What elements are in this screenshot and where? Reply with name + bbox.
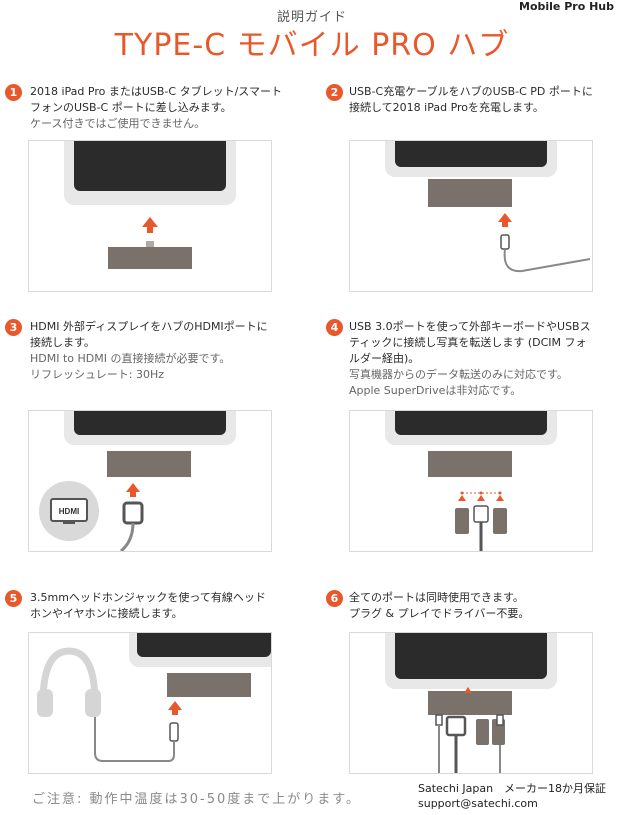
step-6-badge: 6 [326, 590, 343, 607]
tablet-screen [395, 401, 547, 435]
hub-device [428, 451, 512, 477]
insert-arrow-icon [168, 701, 182, 715]
headphone-left-cup [37, 689, 53, 717]
usb-stick-1-icon [455, 508, 469, 534]
step-4-diagram [385, 401, 557, 551]
step-5-badge: 5 [5, 590, 22, 607]
company-warranty: Satechi Japan メーカー18か月保証 [418, 782, 607, 795]
tablet-screen [137, 623, 271, 657]
audio-cable [94, 711, 175, 762]
step-1-badge: 1 [5, 84, 22, 101]
support-info: Satechi Japan メーカー18か月保証 support@satechi… [418, 781, 606, 811]
step-3-illustration: HDMI [28, 401, 272, 553]
step-3-line-1: HDMI 外部ディスプレイをハブのHDMIポートに [30, 320, 268, 333]
hub-device [428, 691, 512, 715]
step-3-badge: 3 [5, 319, 22, 336]
usb-stick-1-icon [476, 719, 489, 745]
step-3-line-2: 接続します。 [30, 336, 95, 349]
hdmi-label: HDMI [59, 507, 79, 516]
step-2-diagram [385, 131, 591, 273]
step-3-note-1: HDMI to HDMI の直接接続が必要です。 [30, 352, 231, 365]
usb-c-cable-plug [500, 234, 510, 250]
guide-subtitle: 説明ガイド [276, 10, 347, 25]
charging-cable [503, 248, 591, 273]
connector-dot-2 [479, 491, 483, 495]
step-6-line-1: 全てのポートは同時使用できます。 [349, 591, 524, 604]
step-6-line-2: プラグ & プレイでドライバー不要。 [349, 607, 530, 620]
step-5-diagram [37, 623, 279, 762]
caution-note: ご注意: 動作中温度は30-50度まで上がります。 [32, 792, 361, 807]
usb-stick-2-icon [493, 508, 507, 534]
hdmi-plug [122, 501, 144, 525]
step-1-diagram [64, 131, 236, 269]
tablet-screen [74, 401, 226, 435]
monitor-stand [63, 521, 75, 524]
connector-dot-3 [498, 491, 502, 495]
hdmi-plug [445, 715, 467, 737]
hub-device [108, 247, 192, 269]
hub-device [428, 179, 512, 207]
step-4-text: USB 3.0ポートを使って外部キーボードやUSBス ティックに接続し写真を転送… [349, 319, 591, 399]
step-2-line-2: 接続して2018 iPad Proを充電します。 [349, 101, 544, 114]
usb-c-plug [146, 241, 154, 247]
arrow-usb-1-icon [458, 495, 466, 501]
connector-dot-1 [460, 491, 464, 495]
insert-arrow-icon [126, 483, 140, 497]
headphone-right-cup [85, 689, 101, 717]
step-4-line-2: ティックに接続し写真を転送します (DCIM フォ [349, 336, 587, 349]
step-4-note-2: Apple SuperDriveは非対応です。 [349, 384, 522, 397]
step-4-line-1: USB 3.0ポートを使って外部キーボードやUSBス [349, 320, 591, 333]
step-1-line-2: フォンのUSB-C ポートに差し込みます。 [30, 101, 232, 114]
step-3-diagram: HDMI [39, 401, 236, 553]
step-6-illustration [349, 623, 593, 774]
step-1-note-1: ケース付きではご使用できません。 [30, 117, 206, 130]
step-5-line-2: ホンやイヤホンに接続します。 [30, 607, 183, 620]
tablet-screen [74, 131, 226, 191]
step-2-illustration [349, 131, 593, 292]
step-2-line-1: USB-C充電ケーブルをハブのUSB-C PD ポートに [349, 85, 593, 98]
insert-arrow-icon [142, 217, 158, 233]
step-4-line-3: ルダー経由)。 [349, 352, 420, 365]
step-4-note-1: 写真機器からのデータ転送のみに対応です。 [349, 368, 568, 381]
page-title: TYPE-C モバイル PRO ハブ [114, 28, 510, 63]
arrow-up-icon [464, 687, 472, 693]
audio-jack-plug [169, 722, 179, 742]
step-1-text: 2018 iPad Pro またはUSB-C タブレット/スマート フォンのUS… [30, 84, 282, 132]
usb-c-plug [496, 714, 504, 726]
step-3-note-2: リフレッシュレート: 30Hz [30, 368, 165, 381]
step-5-line-1: 3.5mmヘッドホンジャックを使って有線ヘッド [30, 591, 266, 604]
arrow-sd-icon [496, 495, 504, 501]
audio-plug [435, 714, 443, 726]
tablet-screen [395, 131, 547, 167]
headphones-icon [39, 647, 99, 704]
hdmi-cable [120, 522, 135, 553]
step-6-text: 全てのポートは同時使用できます。 プラグ & プレイでドライバー不要。 [349, 590, 529, 622]
arrow-usb-2-icon [477, 495, 485, 501]
step-5-text: 3.5mmヘッドホンジャックを使って有線ヘッド ホンやイヤホンに接続します。 [30, 590, 266, 622]
step-2-text: USB-C充電ケーブルをハブのUSB-C PD ポートに 接続して2018 iP… [349, 84, 593, 116]
step-4-illustration [349, 401, 593, 552]
hub-device [167, 673, 251, 697]
product-name: Mobile Pro Hub [519, 0, 614, 13]
step-1-line-1: 2018 iPad Pro またはUSB-C タブレット/スマート [30, 85, 282, 98]
support-email[interactable]: support@satechi.com [418, 797, 538, 810]
usb-plug-icon [473, 505, 489, 523]
step-1-illustration [28, 131, 272, 292]
step-5-illustration [28, 623, 279, 774]
step-4-badge: 4 [326, 319, 343, 336]
tablet-screen [395, 623, 547, 679]
step-6-diagram [385, 623, 557, 773]
insert-arrow-icon [498, 213, 512, 227]
step-2-badge: 2 [326, 84, 343, 101]
step-3-text: HDMI 外部ディスプレイをハブのHDMIポートに 接続します。 HDMI to… [30, 319, 268, 383]
hub-device [107, 451, 191, 477]
